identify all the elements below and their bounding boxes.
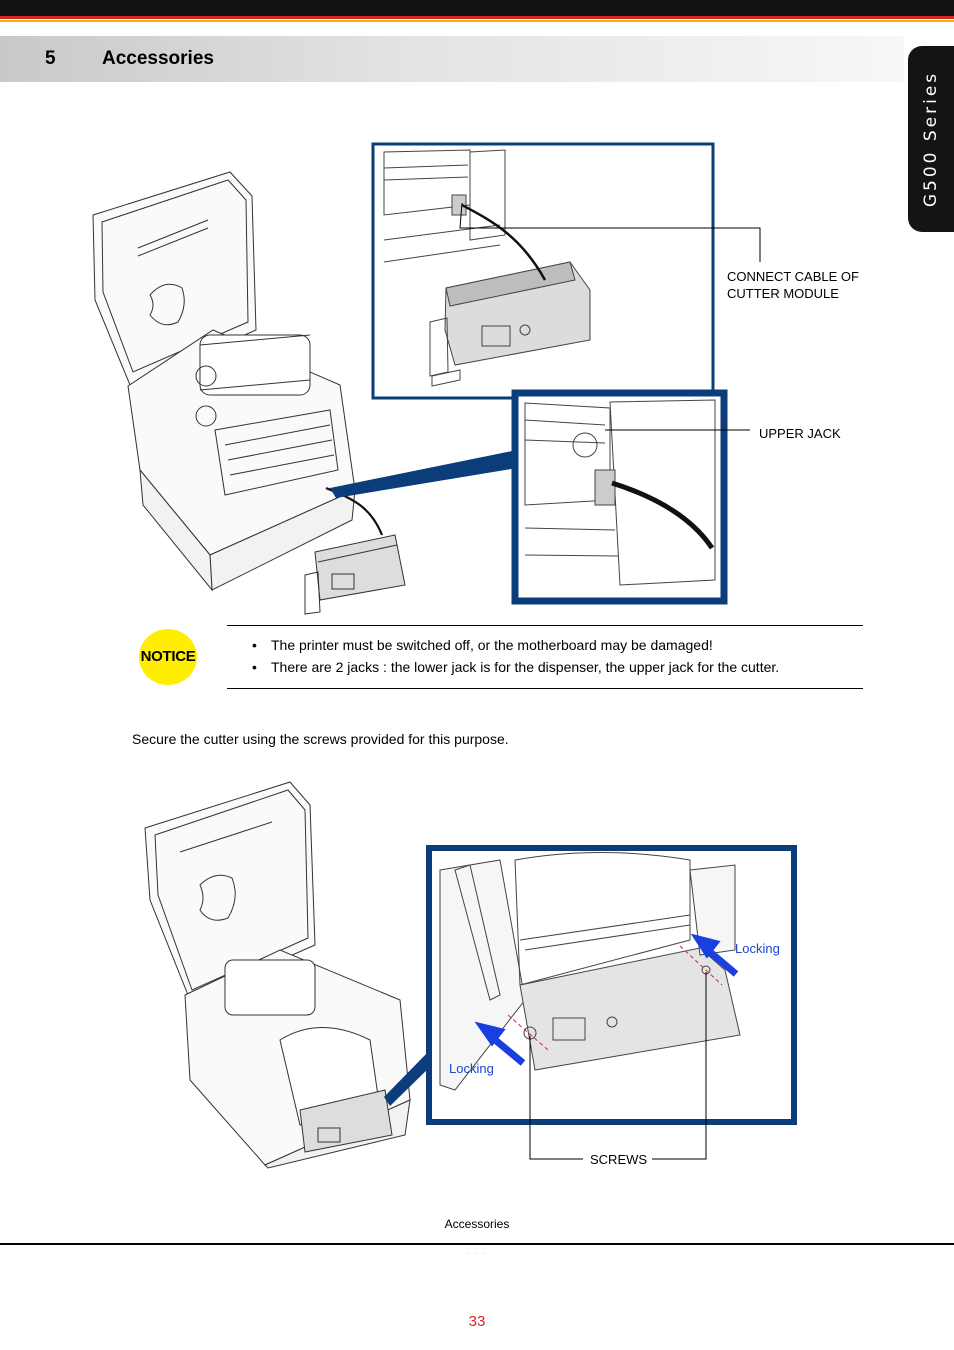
notice-badge [139, 629, 197, 685]
zoom-wedge-top [330, 450, 517, 498]
notice-item-text: There are 2 jacks : the lower jack is fo… [271, 659, 780, 675]
notice-item: • The printer must be switched off, or th… [252, 637, 713, 653]
cutter-module-detail-illustration [383, 149, 591, 387]
screws-leader-left [529, 1036, 583, 1160]
section-number: 5 [45, 48, 56, 69]
notice-item-text: The printer must be switched off, or the… [271, 637, 713, 653]
callout-screws: SCREWS [590, 1152, 648, 1167]
cutter-cable [461, 203, 547, 281]
printer-open-illustration-bottom [144, 781, 411, 1169]
locking-arrow-left [474, 1021, 526, 1066]
notice-badge-label: NOTICE [140, 648, 196, 665]
screws-leader-right [652, 972, 707, 1160]
screw-axis-left [507, 1014, 549, 1051]
notice-top-rule [227, 625, 863, 626]
notice-item: • There are 2 jacks : the lower jack is f… [252, 659, 779, 675]
header-yellow-stripe [0, 20, 954, 22]
header-black-bar [0, 0, 954, 16]
zoom-wedge-bottom [384, 1050, 432, 1106]
series-tab [908, 46, 954, 232]
upper-jack-detail-illustration [524, 399, 716, 586]
detail-frame-upper-jack [511, 389, 728, 605]
upper-jack-cable [611, 480, 715, 550]
section-banner [0, 36, 904, 82]
footer-dots: · · · [465, 1249, 489, 1258]
page-number: 33 [468, 1313, 486, 1330]
callout-upper-jack: UPPER JACK [759, 426, 841, 441]
bullet-icon: • [252, 659, 257, 675]
screws-detail-illustration [439, 852, 741, 1091]
footer-title: Accessories [444, 1217, 510, 1231]
notice-bottom-rule [227, 688, 863, 689]
bullet-icon: • [252, 637, 257, 653]
callout-cable-line-2: CUTTER MODULE [727, 286, 839, 301]
callout-locking-right: Locking [735, 941, 780, 956]
cable-callout-leader [459, 202, 761, 262]
instruction-text: Secure the cutter using the screws provi… [132, 731, 509, 747]
printer-open-illustration-top [92, 171, 406, 615]
callout-cable-line-1: CONNECT CABLE OF [727, 269, 859, 284]
screw-axis-right [679, 945, 723, 986]
callout-locking-left: Locking [449, 1061, 494, 1076]
header-red-stripe [0, 16, 954, 19]
locking-arrow-right [690, 933, 739, 977]
section-title: Accessories [102, 48, 214, 69]
footer-rule [0, 1243, 954, 1245]
